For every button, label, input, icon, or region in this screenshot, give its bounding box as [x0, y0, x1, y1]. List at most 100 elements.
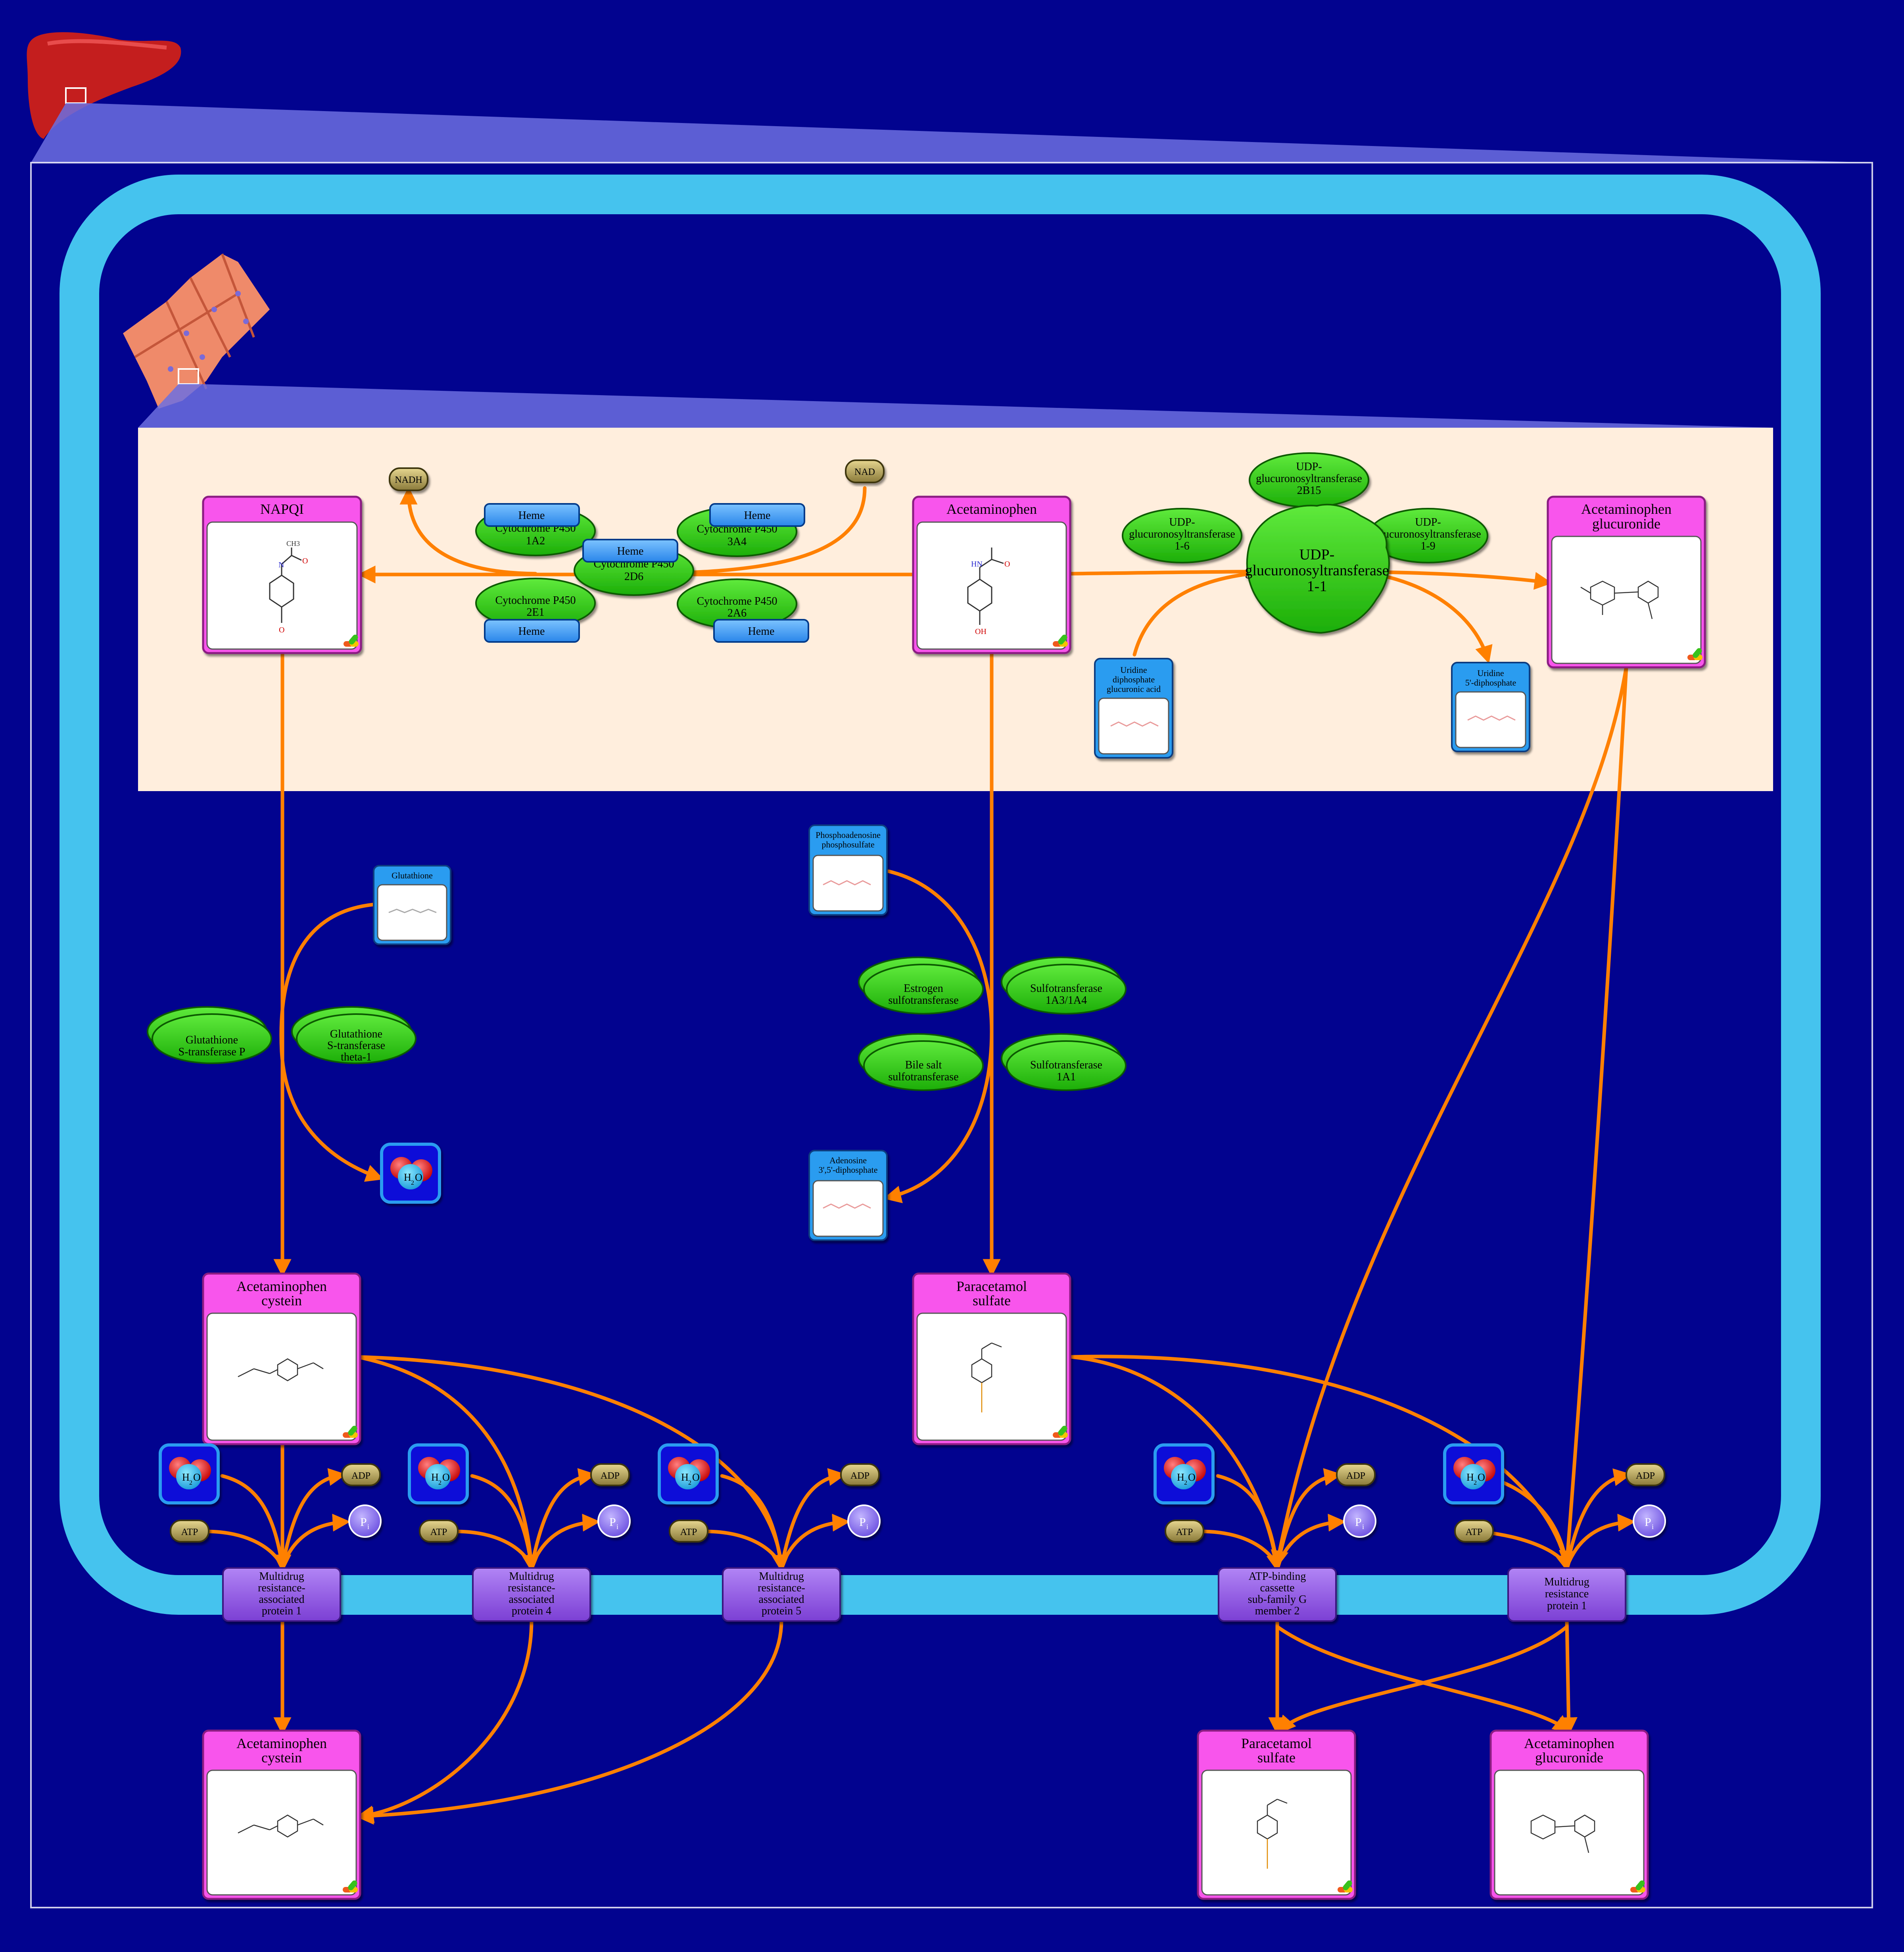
transporter-mrp5[interactable]: Multidrug resistance- associated protein… — [722, 1567, 841, 1622]
svg-text:1A3/1A4: 1A3/1A4 — [1046, 994, 1087, 1007]
small-molecule-udpga[interactable]: Uridine diphosphate glucuronic acid — [1094, 658, 1173, 759]
metabolite-acetaminophen-glucuronide[interactable]: Acetaminophen glucuronide — [1547, 496, 1706, 669]
cofactor-atp[interactable]: ATP — [1165, 1520, 1204, 1543]
heme-cyp2d6[interactable]: Heme — [582, 539, 678, 563]
arrow-paps — [887, 869, 994, 1034]
svg-text:glucuronic acid: glucuronic acid — [1107, 684, 1161, 694]
svg-text:Uridine: Uridine — [1120, 665, 1147, 675]
svg-text:Cytochrome P450: Cytochrome P450 — [495, 594, 576, 607]
svg-text:Phosphoadenosine: Phosphoadenosine — [816, 830, 881, 840]
enzyme-sult1a1[interactable]: Sulfotransferase 1A1 — [1001, 1033, 1127, 1091]
svg-text:i: i — [367, 1523, 369, 1531]
svg-text:ATP: ATP — [430, 1527, 447, 1537]
enzyme-ugt1a9[interactable]: UDP- glucuronosyltransferase 1-9 — [1368, 508, 1488, 563]
svg-text:glucuronosyltransferase: glucuronosyltransferase — [1129, 528, 1235, 540]
svg-text:2: 2 — [411, 1180, 414, 1186]
svg-text:O: O — [302, 557, 308, 565]
svg-text:NAD: NAD — [854, 467, 875, 477]
svg-text:protein 5: protein 5 — [762, 1605, 801, 1617]
svg-text:Multidrug: Multidrug — [259, 1570, 304, 1583]
small-molecule-paps[interactable]: Phosphoadenosine phosphosulfate — [808, 824, 888, 916]
svg-text:theta-1: theta-1 — [341, 1051, 372, 1063]
arrow-glucuronide-mdr1 — [1559, 665, 1628, 1569]
svg-text:diphosphate: diphosphate — [1113, 674, 1155, 684]
svg-text:ATP: ATP — [680, 1527, 697, 1537]
metabolite-paracetamol-sulfate[interactable]: Paracetamol sulfate — [912, 1272, 1071, 1445]
svg-text:H: H — [681, 1472, 689, 1483]
metabolite-paracetamol-sulfate-out[interactable]: Paracetamol sulfate — [1197, 1729, 1356, 1900]
cofactor-adp[interactable]: ADP — [1626, 1463, 1665, 1486]
cofactor-atp[interactable]: ATP — [1454, 1520, 1494, 1543]
svg-text:O: O — [415, 1172, 422, 1183]
small-molecule-udp[interactable]: Uridine 5'-diphosphate — [1451, 662, 1530, 752]
cofactor-adp[interactable]: ADP — [1336, 1463, 1376, 1486]
heme-cyp1a2[interactable]: Heme — [484, 503, 580, 527]
svg-text:H: H — [404, 1172, 411, 1183]
cofactor-atp[interactable]: ATP — [170, 1520, 209, 1543]
cofactor-adp[interactable]: ADP — [341, 1463, 381, 1486]
transporter-abcg2[interactable]: ATP-binding cassette sub-family G member… — [1218, 1567, 1337, 1622]
enzyme-cyp2a6[interactable]: Cytochrome P450 2A6 — [677, 578, 797, 629]
cofactor-adp[interactable]: ADP — [840, 1463, 880, 1486]
water-molecule[interactable]: H 2 O — [380, 1143, 441, 1204]
transporter-mrp1[interactable]: Multidrug resistance- associated protein… — [222, 1567, 341, 1622]
cofactor-nadh[interactable]: NADH — [389, 467, 428, 491]
svg-text:S-transferase P: S-transferase P — [178, 1046, 246, 1058]
transporter-mrp4[interactable]: Multidrug resistance- associated protein… — [472, 1567, 591, 1622]
heme-cyp3a4[interactable]: Heme — [709, 503, 805, 527]
transporter-mdr1[interactable]: Multidrug resistance protein 1 — [1507, 1567, 1626, 1622]
metabolite-napqi[interactable]: NAPQI N O CH3 O — [202, 496, 362, 654]
metabolite-acetaminophen-cystein-out[interactable]: Acetaminophen cystein — [202, 1729, 361, 1900]
cofactor-atp[interactable]: ATP — [419, 1520, 459, 1543]
arrow-mrp4-out — [355, 1619, 534, 1823]
heme-cyp2e1[interactable]: Heme — [484, 619, 580, 643]
svg-text:Acetaminophen: Acetaminophen — [236, 1735, 327, 1751]
enzyme-gstt1[interactable]: Glutathione S-transferase theta-1 — [291, 1006, 416, 1064]
svg-text:i: i — [1652, 1523, 1654, 1531]
enzyme-ugt2b15[interactable]: UDP- glucuronosyltransferase 2B15 — [1249, 452, 1369, 508]
svg-text:Multidrug: Multidrug — [1544, 1576, 1589, 1588]
cofactor-adp[interactable]: ADP — [590, 1463, 630, 1486]
svg-text:2: 2 — [1184, 1479, 1187, 1486]
enzyme-sult-estrogen[interactable]: Estrogen sulfotransferase — [858, 957, 984, 1014]
cofactor-atp[interactable]: ATP — [669, 1520, 708, 1543]
enzyme-sult-bile[interactable]: Bile salt sulfotransferase — [858, 1033, 984, 1091]
svg-text:N: N — [278, 561, 284, 569]
enzyme-gstp[interactable]: Glutathione S-transferase P — [147, 1006, 272, 1064]
enzyme-ugt1a6[interactable]: UDP- glucuronosyltransferase 1-6 — [1122, 508, 1242, 563]
metabolite-acetaminophen-cystein[interactable]: Acetaminophen cystein — [202, 1272, 361, 1445]
cofactor-nad[interactable]: NAD — [845, 459, 885, 483]
svg-text:O: O — [692, 1472, 700, 1483]
svg-text:P: P — [1645, 1516, 1651, 1529]
zoom-frame — [30, 162, 1873, 1908]
svg-text:2: 2 — [688, 1479, 691, 1486]
small-molecule-pap[interactable]: Adenosine 3',5'-diphosphate — [808, 1150, 888, 1241]
metabolite-acetaminophen-glucuronide-out[interactable]: Acetaminophen glucuronide — [1489, 1729, 1649, 1900]
enzyme-cyp2e1[interactable]: Cytochrome P450 2E1 — [475, 578, 596, 628]
svg-text:H: H — [431, 1472, 439, 1483]
svg-text:O: O — [442, 1472, 450, 1483]
svg-text:O: O — [193, 1472, 201, 1483]
hepatocyte-icon — [123, 253, 270, 409]
svg-text:Multidrug: Multidrug — [759, 1570, 804, 1583]
enzyme-ugt1a1[interactable]: UDP- glucuronosyltransferase 1-1 — [1245, 503, 1390, 634]
svg-text:protein 4: protein 4 — [512, 1605, 551, 1617]
structure-glucuronide — [1580, 580, 1659, 619]
svg-text:glucuronide: glucuronide — [1535, 1750, 1603, 1766]
small-molecule-glutathione[interactable]: Glutathione — [373, 865, 451, 945]
metabolite-acetaminophen[interactable]: Acetaminophen O HN OH — [912, 496, 1071, 654]
enzyme-sult1a3[interactable]: Sulfotransferase 1A3/1A4 — [1001, 957, 1127, 1014]
heme-cyp2a6[interactable]: Heme — [713, 619, 809, 643]
